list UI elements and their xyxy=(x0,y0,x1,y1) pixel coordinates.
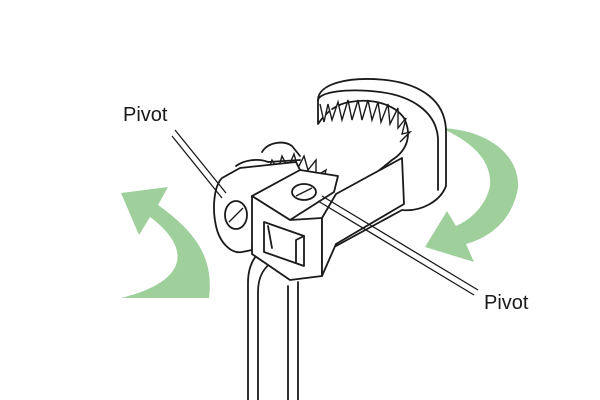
pivot-pin-left-slot xyxy=(228,207,244,223)
curved-arrow-counterclockwise-icon xyxy=(121,187,210,298)
box-window-inner xyxy=(267,225,305,263)
pivot-pin-right-slot xyxy=(295,187,313,197)
leader-line-left xyxy=(174,129,227,194)
curved-arrow-clockwise-icon xyxy=(425,128,519,262)
leader-line-right-2 xyxy=(317,200,475,296)
pivot-label-left: Pivot xyxy=(123,104,168,126)
nut-hub xyxy=(261,141,301,157)
handle-inner xyxy=(257,259,277,400)
hook-teeth xyxy=(319,99,413,143)
leader-line-right xyxy=(321,195,479,291)
hook-top-edge xyxy=(317,89,439,191)
box-frame-window xyxy=(263,221,305,267)
rotation-arrows xyxy=(121,128,519,298)
box-frame-side xyxy=(321,157,405,277)
box-frame xyxy=(251,157,405,281)
leader-line-left-2 xyxy=(171,135,223,199)
leader-lines xyxy=(171,129,479,296)
pivot-housing-top xyxy=(235,159,301,167)
pivot-label-right: Pivot xyxy=(484,292,529,314)
handle-outer xyxy=(247,245,271,400)
